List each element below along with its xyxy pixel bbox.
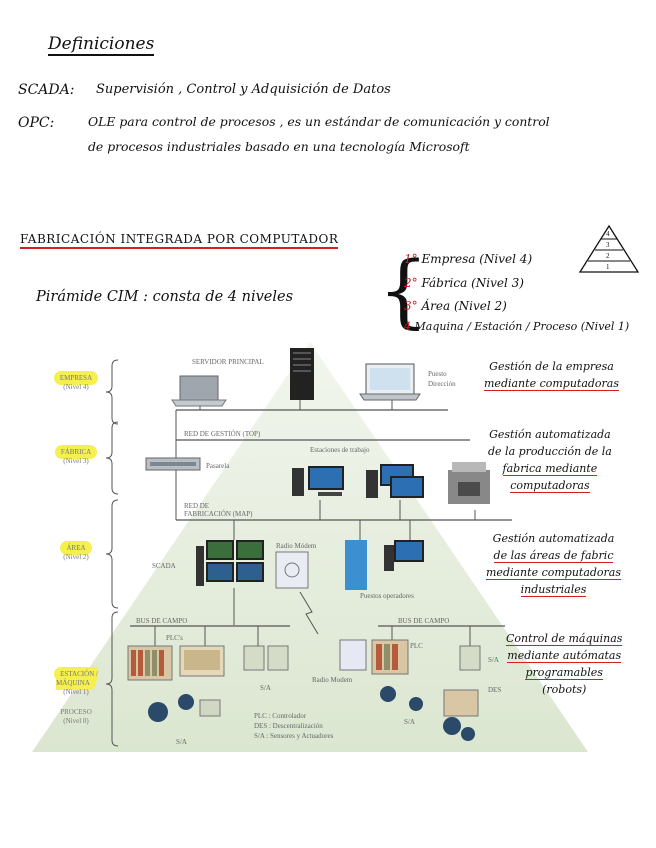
red-fabricacion-label-1: RED DE <box>184 502 210 510</box>
plc-rack-icon-2 <box>179 645 225 677</box>
scada-station-icon <box>196 540 264 586</box>
sa-label-4: S/A <box>404 718 415 726</box>
red-gestion-label: RED DE GESTIÓN (TOP) <box>184 430 261 438</box>
gateway-switch-icon <box>145 457 201 471</box>
server-rack-icon <box>290 348 314 400</box>
radio-modem-icon-2 <box>339 639 367 671</box>
servidor-label: SERVIDOR PRINCIPAL <box>192 358 264 366</box>
puestos-operadores-label: Puestos operadores <box>360 592 414 600</box>
laptop-icon <box>171 375 227 407</box>
cim-heading: FABRICACIÓN INTEGRADA POR COMPUTADOR <box>20 232 339 249</box>
operator-post-icon-1 <box>345 540 367 590</box>
direccion-laptop-icon <box>359 363 421 401</box>
definitions-title: Definiciones <box>48 34 155 56</box>
cim-level-4: 4 Maquina / Estación / Proceso (Nivel 1) <box>404 320 630 333</box>
opc-term: OPC: <box>18 115 55 131</box>
bus-campo-label-right: BUS DE CAMPO <box>398 617 450 625</box>
motor-icon-2 <box>380 686 475 741</box>
red-fabricacion-label-2: FABRICACIÓN (MAP) <box>184 510 253 518</box>
des-module-icon <box>443 689 479 717</box>
opc-definition-line2: de procesos industriales basado en una t… <box>88 139 470 154</box>
curly-brace: { <box>378 244 429 337</box>
sa-label-1: S/A <box>260 684 271 692</box>
mini-pyramid-icon <box>578 224 640 273</box>
des-label: DES <box>488 686 502 694</box>
level-label-area: ÁREA(Nivel 2) <box>48 541 104 562</box>
pasarela-label: Pasarela <box>206 462 230 470</box>
level-brace-fabrica <box>105 421 119 495</box>
legend-sa: S/A : Sensores y Actuadores <box>254 732 334 740</box>
mini-pyramid-label-1: 1 <box>606 263 610 271</box>
pyramid-cim-text: Pirámide CIM : consta de 4 niveles <box>36 289 294 305</box>
sensor-actuator-icon-1 <box>243 645 289 671</box>
cim-level-2: 2° Fábrica (Nivel 3) <box>404 276 524 290</box>
motor-icon-1 <box>148 694 221 722</box>
workstation-icon-1 <box>292 466 344 496</box>
level-brace-estacion <box>105 611 119 747</box>
scada-term: SCADA: <box>18 82 75 98</box>
legend-des: DES : Descentralización <box>254 722 323 730</box>
level-brace-area <box>105 499 119 609</box>
mini-pyramid-label-3: 3 <box>606 241 610 249</box>
sa-label-2: S/A <box>488 656 499 664</box>
radio-modem-label-2: Radio Modem <box>312 676 353 684</box>
operator-post-icon-2 <box>384 540 424 571</box>
level-label-empresa: EMPRESA(Nivel 4) <box>48 371 104 392</box>
scada-label: SCADA <box>152 562 176 570</box>
radio-modem-label: Radio Módem <box>276 542 317 550</box>
mini-pyramid-label-2: 2 <box>606 252 610 260</box>
sa-label-3: S/A <box>176 738 187 746</box>
opc-definition-line1: OLE para control de procesos , es un est… <box>88 114 550 129</box>
workstation-icon-2 <box>366 464 424 498</box>
scada-definition: Supervisión , Control y Adquisición de D… <box>96 82 391 97</box>
plc-rack-icon-1 <box>127 645 173 681</box>
direccion-label: Dirección <box>428 380 456 388</box>
plcs-label: PLC's <box>166 634 183 642</box>
level-label-estacion: ESTACIÓN / MÁQUINA(Nivel 1) <box>46 667 106 697</box>
radio-link <box>299 591 319 635</box>
level-label-proceso: PROCESO(Nivel 0) <box>60 708 92 725</box>
puesto-label: Puesto <box>428 370 447 378</box>
mini-pyramid-label-4: 4 <box>606 230 610 238</box>
radio-modem-icon <box>275 551 309 589</box>
plc-rack-icon-3 <box>371 639 409 675</box>
legend-plc: PLC : Controlador <box>254 712 307 720</box>
cim-level-3: 3° Área (Nivel 2) <box>404 299 507 313</box>
cim-level-1: 1° Empresa (Nivel 4) <box>404 252 533 266</box>
plc-label: PLC <box>410 642 423 650</box>
estaciones-label: Estaciones de trabajo <box>310 446 370 454</box>
printer-icon <box>448 462 490 504</box>
level-brace-empresa <box>105 359 119 425</box>
bus-campo-label-left: BUS DE CAMPO <box>136 617 188 625</box>
sensor-actuator-icon-2 <box>459 645 481 671</box>
level-label-fabrica: FÁBRICA(Nivel 3) <box>48 445 104 466</box>
